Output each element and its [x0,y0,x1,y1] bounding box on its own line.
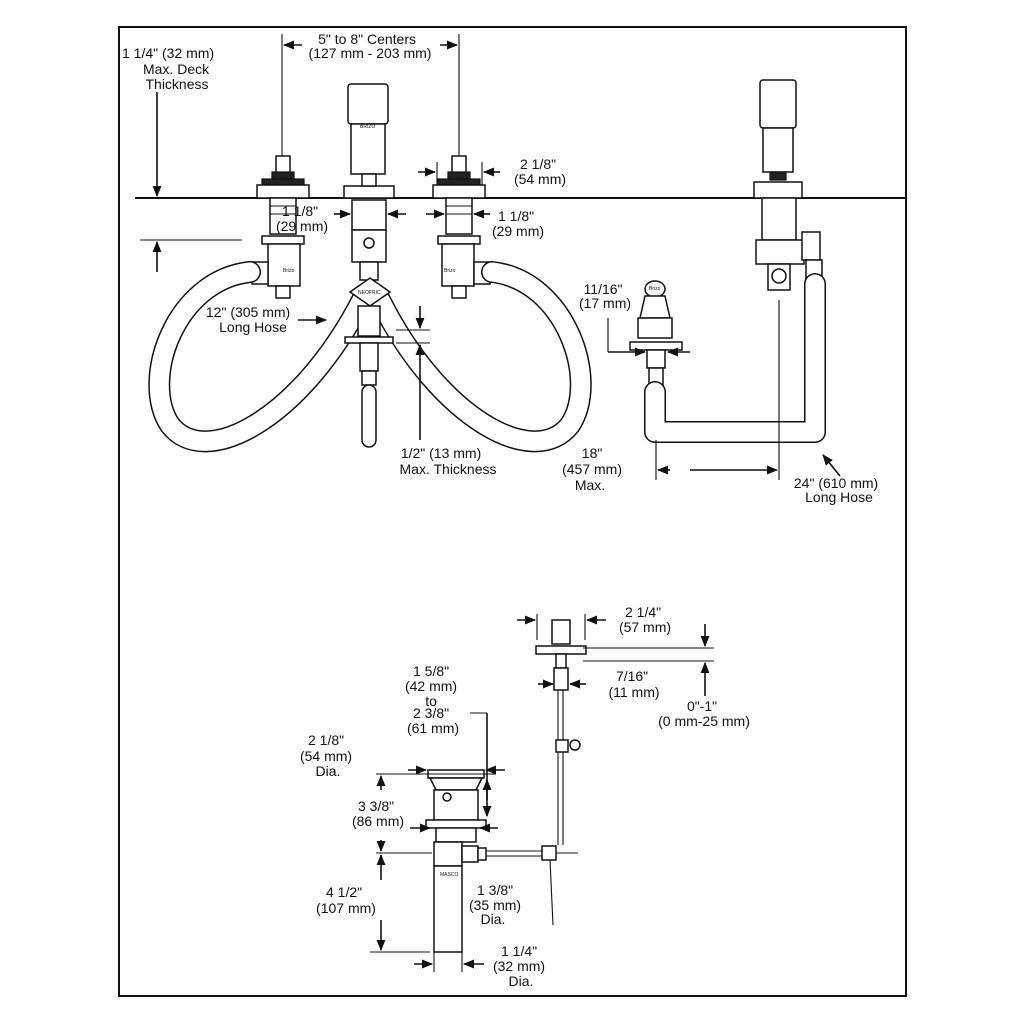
handle-width-dimension [418,162,500,186]
pivot-rod [486,845,578,926]
body-dia-label: 1 3/8" (35 mm) Dia. [469,882,525,927]
deck-thickness-dimension [140,92,242,272]
hose12-label: 12" (305 mm) Long Hose [206,304,294,335]
max-thickness-label: 1/2" (13 mm) Max. Thickness [400,445,497,477]
deck-thickness-label: 1 1/4" (32 mm) Max. Deck Thickness [122,45,218,92]
lift-adjust-dimension [583,624,714,696]
drain-range-dimension [470,712,492,818]
tail-dia-label: 1 1/4" (32 mm) Dia. [493,943,549,989]
centers-label: 5" to 8" Centers (127 mm - 203 mm) [309,31,432,61]
flange-dimension [376,765,505,775]
side-valve-assembly [753,79,823,291]
svg-text:NEOFRIC: NEOFRIC [358,290,381,296]
svg-text:Brizo: Brizo [649,286,661,292]
body-height-label: 3 3/8" (86 mm) [352,798,404,829]
flange-label: 2 1/8" (54 mm) Dia. [300,732,356,779]
handle-width-label: 2 1/8" (54 mm) [514,156,566,187]
svg-text:MASCO: MASCO [440,872,458,878]
tail-dia-dimension [414,952,484,972]
left-valve: Brizo [251,155,310,299]
lift-rod-label: 7/16" (11 mm) [608,668,659,700]
long-hose [644,273,826,443]
center-spout: BRIZO [343,83,395,281]
reach-dimension [655,300,780,480]
diverter-dimension [607,318,690,357]
diverter: Brizo [629,280,683,391]
manifold-tee: NEOFRIC [344,277,394,448]
left-shank-label: 1 1/8" (29 mm) [276,203,328,234]
max-thickness-dimension [396,306,430,440]
svg-text:Brizo: Brizo [444,268,456,274]
hose24-leader [822,454,841,477]
right-shank-label: 1 1/8" (29 mm) [492,208,544,239]
drain-body: MASCO [425,769,487,953]
svg-text:BRIZO: BRIZO [360,124,375,130]
lift-adjust-label: 0"-1" (0 mm-25 mm) [658,698,750,729]
centers-dimension [281,34,460,166]
tail-height-dimension [370,853,430,953]
tail-height-label: 4 1/2" (107 mm) [316,884,376,916]
lift-width-label: 2 1/4" (57 mm) [619,604,671,635]
lift-width-dimension [517,614,606,640]
body-height-dimension [376,774,432,854]
reach-label: 18" (457 mm) Max. [562,445,626,493]
right-valve: Brizo [432,155,491,299]
diverter-label: 11/16" (17 mm) [579,281,631,311]
lift-rod-knob [535,619,587,845]
frame-border [118,26,907,997]
svg-text:Brizo: Brizo [283,268,295,274]
drain-range-label: 1 5/8" (42 mm) to 2 3/8" (61 mm) [405,663,461,736]
hose24-label: 24" (610 mm) Long Hose [794,475,882,505]
